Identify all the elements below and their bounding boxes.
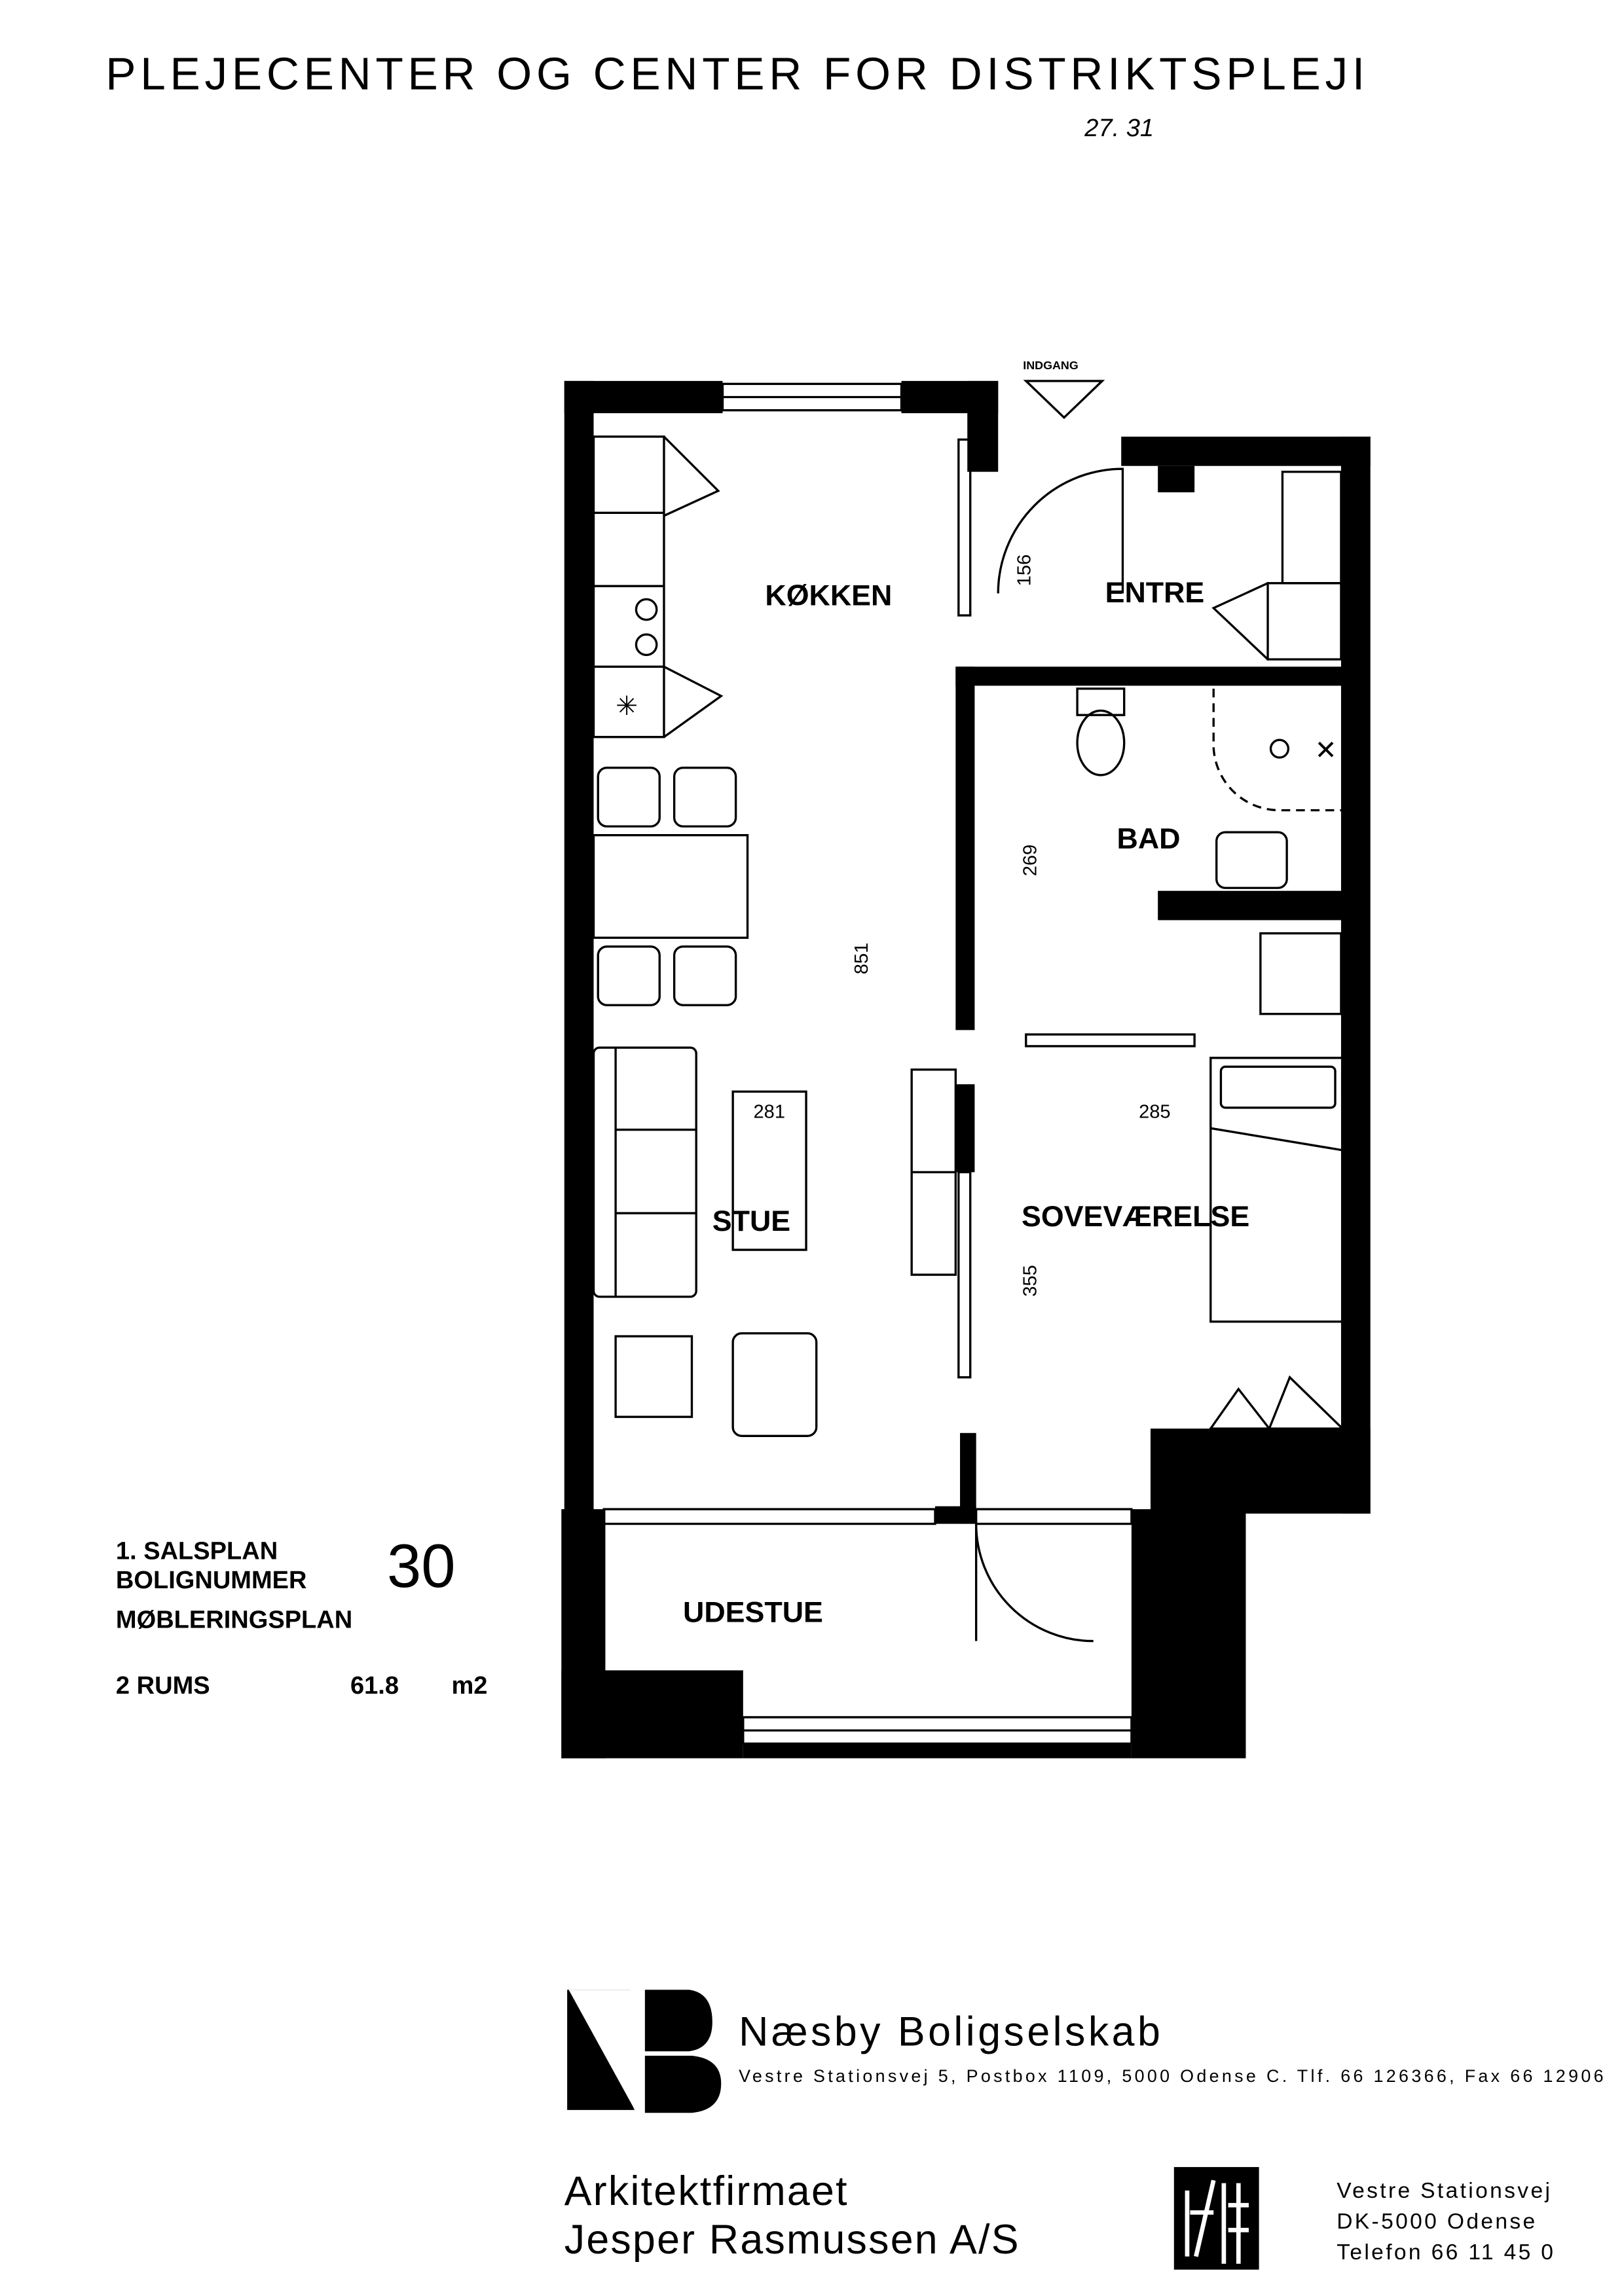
document-title: PLEJECENTER OG CENTER FOR DISTRIKTSPLEJI (105, 48, 1369, 100)
area-unit: m2 (451, 1672, 487, 1700)
handwritten-note: 27. 31 (1084, 115, 1154, 142)
unit-number-label: BOLIGNUMMER (116, 1567, 307, 1594)
plan-type: MØBLERINGSPLAN (116, 1606, 352, 1633)
svg-text:✳: ✳ (616, 691, 638, 721)
kitchen-furniture: ✳ (592, 435, 749, 1006)
room-label-conservatory: UDESTUE (683, 1596, 823, 1629)
room-label-entry: ENTRE (1105, 576, 1205, 609)
svg-text:✕: ✕ (1315, 735, 1337, 765)
room-label-living: STUE (712, 1205, 790, 1237)
architect-name-line2: Jesper Rasmussen A/S (564, 2217, 1020, 2263)
room-label-kitchen: KØKKEN (765, 579, 892, 611)
room-count: 2 RUMS (116, 1672, 210, 1700)
dim-entry-width: 156 (1014, 555, 1035, 587)
architect-name-line1: Arkitektfirmaet (564, 2168, 849, 2214)
bath-fixtures: ✕ (1076, 687, 1346, 1015)
living-furniture (592, 1046, 957, 1437)
dim-bedroom-width: 285 (1139, 1102, 1171, 1123)
area-value: 61.8 (350, 1672, 399, 1700)
windows (602, 382, 1196, 1745)
dim-bath-length: 269 (1020, 845, 1041, 877)
walls (561, 380, 1371, 1758)
architect-block: Arkitektfirmaet Jesper Rasmussen A/S Ves… (564, 2167, 1555, 2270)
bedroom-furniture (1209, 470, 1344, 1506)
architect-seal-icon (1173, 2167, 1259, 2270)
client-name: Næsby Boligselskab (739, 2009, 1163, 2054)
client-address: Vestre Stationsvej 5, Postbox 1109, 5000… (739, 2066, 1603, 2086)
unit-number: 30 (387, 1531, 456, 1600)
floor-label: 1. SALSPLAN (116, 1537, 278, 1565)
dim-living-width: 281 (753, 1102, 785, 1123)
dim-bedroom-length: 355 (1020, 1265, 1041, 1297)
entrance-label: INDGANG (1023, 359, 1078, 372)
client-block: Næsby Boligselskab Vestre Stationsvej 5,… (567, 1990, 1604, 2113)
architect-phone: Telefon 66 11 45 0 (1337, 2240, 1555, 2265)
unit-info: 1. SALSPLAN BOLIGNUMMER 30 MØBLERINGSPLA… (116, 1531, 487, 1700)
room-label-bedroom: SOVEVÆRELSE (1022, 1200, 1249, 1233)
dim-living-length: 851 (851, 943, 872, 975)
architect-address1: Vestre Stationsvej (1337, 2179, 1552, 2203)
doors (974, 467, 1124, 1643)
architect-address2: DK-5000 Odense (1337, 2210, 1537, 2234)
floor-plan: INDGANG (561, 359, 1371, 1758)
entrance-arrow-icon (1023, 380, 1105, 420)
client-logo (567, 1990, 722, 2113)
room-label-bath: BAD (1117, 822, 1181, 855)
